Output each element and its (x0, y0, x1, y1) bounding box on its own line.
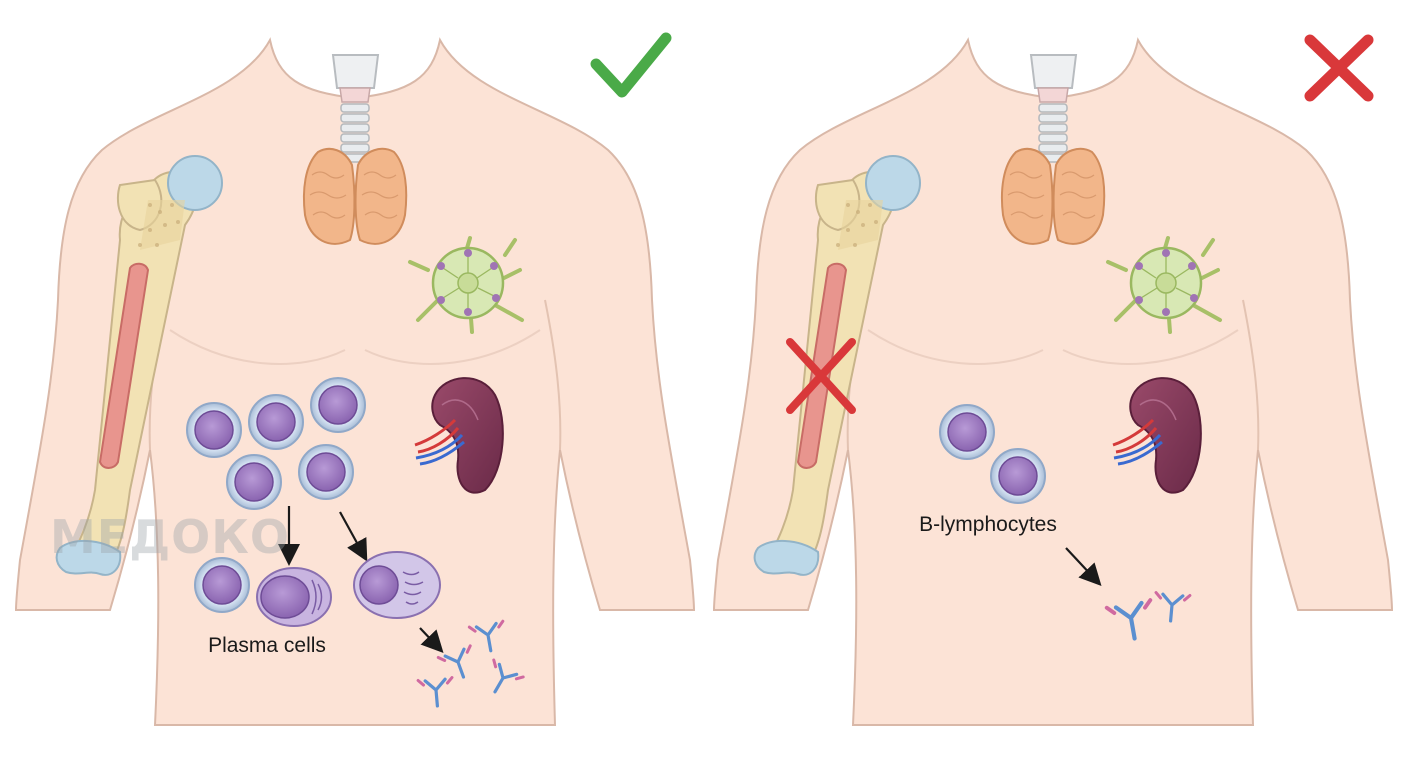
right-panel: B-lymphocytes (713, 34, 1393, 726)
arrow-to-antibodies (1065, 547, 1102, 587)
label-plasma-cells: Plasma cells (208, 634, 326, 657)
arrow-to-plasma-cell (339, 511, 368, 562)
arrow-to-antibodies (419, 627, 444, 654)
plasma-cell (256, 567, 332, 627)
b-cell (248, 394, 304, 450)
label-b-lymphocytes: B-lymphocytes (919, 513, 1057, 536)
watermark: МЕДОКО (50, 510, 290, 564)
b-cell (990, 448, 1046, 504)
check-mark-icon (590, 32, 672, 98)
plasma-cell (353, 551, 441, 619)
b-cell (186, 402, 242, 458)
marrow-cross-icon (786, 338, 856, 414)
b-cell (939, 404, 995, 460)
cross-mark-icon (1304, 34, 1374, 102)
b-cell (226, 454, 282, 510)
b-cell (194, 557, 250, 613)
b-cell (310, 377, 366, 433)
b-cell (298, 444, 354, 500)
left-panel: Plasma cells МЕДОКО (15, 32, 695, 726)
